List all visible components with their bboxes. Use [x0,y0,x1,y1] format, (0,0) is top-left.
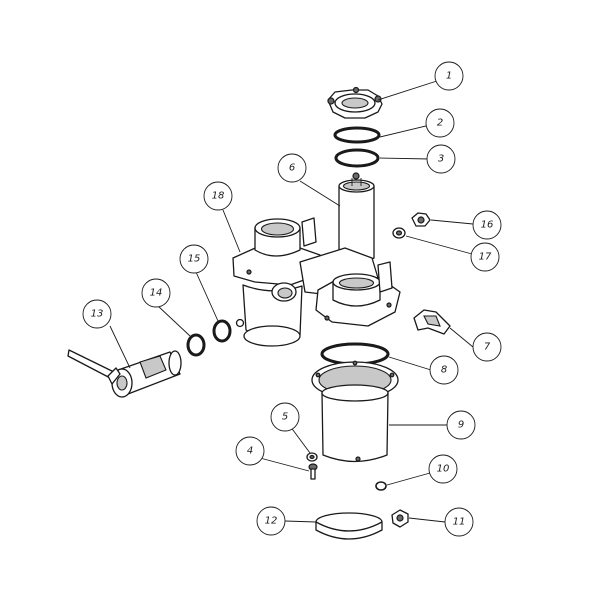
leader-lines [109,79,474,523]
callout-17: 17 [470,242,500,272]
callout-14: 14 [141,278,171,308]
callout-18: 18 [203,181,233,211]
callout-15: 15 [179,244,209,274]
part-5-small-washer [306,452,318,462]
callout-7: 7 [472,332,502,362]
part-11-drain-plug [391,509,409,528]
callout-12: 12 [256,506,286,536]
callout-label: 3 [438,154,444,165]
callout-label: 13 [91,309,104,320]
callout-label: 1 [446,71,452,82]
part-9-bowl [311,360,399,463]
part-18-housing [232,217,401,347]
callout-10: 10 [428,454,458,484]
callout-6: 6 [277,153,307,183]
callout-label: 2 [437,118,443,129]
part-2-o-ring [333,126,381,144]
callout-label: 15 [188,254,201,265]
callout-label: 8 [441,365,447,376]
callout-3: 3 [426,144,456,174]
callout-label: 16 [481,220,494,231]
callout-label: 12 [265,516,278,527]
callout-label: 4 [247,446,253,457]
callout-1: 1 [434,61,464,91]
part-3-o-ring [334,148,380,168]
callout-label: 17 [479,252,492,263]
part-4-screw [308,463,318,480]
callout-label: 5 [282,412,288,423]
callout-label: 14 [150,288,163,299]
part-1-cap [327,86,383,119]
part-6-cylinder [338,172,375,264]
part-17-washer [392,227,406,239]
callout-11: 11 [444,507,474,537]
callout-13: 13 [82,299,112,329]
callout-label: 6 [289,163,295,174]
callout-8: 8 [429,355,459,385]
callout-label: 18 [212,191,225,202]
callout-label: 10 [437,464,450,475]
callout-16: 16 [472,210,502,240]
callout-9: 9 [446,410,476,440]
callout-5: 5 [270,402,300,432]
part-7-bracket [413,309,451,335]
callout-label: 7 [484,342,491,353]
callout-label: 9 [458,420,464,431]
part-12-band [315,512,383,540]
part-14-o-ring [186,333,206,357]
callout-label: 11 [453,517,466,528]
part-13-valve [67,349,182,398]
part-15-o-ring [212,319,232,343]
callout-4: 4 [235,436,265,466]
callout-2: 2 [425,108,455,138]
part-16-nut [411,212,431,227]
part-10-small-ring [375,481,387,491]
